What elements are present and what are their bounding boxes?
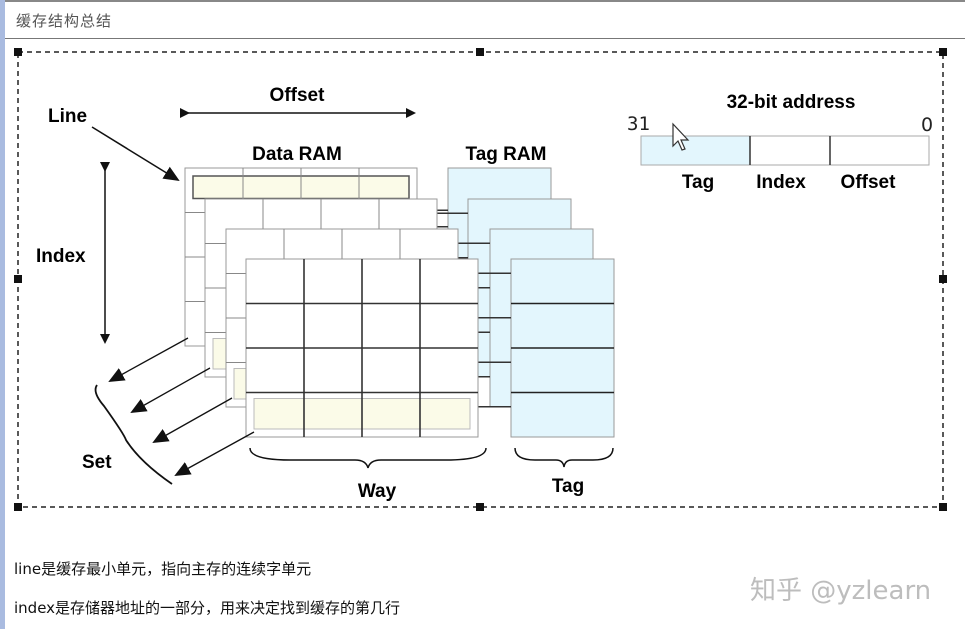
caption-index: index是存储器地址的一部分，用来决定找到缓存的第几行	[14, 599, 401, 617]
data-ram-label: Data RAM	[252, 144, 342, 165]
page-title: 缓存结构总结	[16, 12, 113, 30]
tag-label: Tag	[552, 476, 584, 497]
watermark: 知乎 @yzlearn	[750, 576, 932, 606]
address-tag-field	[640, 135, 751, 166]
resize-handle-tl[interactable]	[14, 48, 22, 56]
address-low-bit: 0	[921, 114, 933, 136]
address-offset-label: Offset	[841, 172, 897, 193]
data-ram-stack	[184, 167, 479, 438]
resize-handle-tm[interactable]	[476, 48, 484, 56]
set-brace	[94, 384, 173, 485]
address-title: 32-bit address	[727, 92, 856, 113]
resize-handle-bm[interactable]	[476, 503, 484, 511]
address-index-label: Index	[756, 172, 806, 193]
data-ram-plane	[245, 258, 479, 438]
address-format: 32-bit address 31 0 Tag Index Offset	[627, 92, 933, 193]
line-label: Line	[48, 106, 87, 127]
line-arrow	[91, 126, 180, 182]
set-label: Set	[82, 452, 112, 473]
set-arrows	[108, 337, 255, 476]
resize-handle-tr[interactable]	[939, 48, 947, 56]
title-bar: 缓存结构总结	[5, 0, 965, 39]
window-top-border	[5, 0, 965, 2]
mouse-cursor-icon	[672, 122, 690, 151]
index-label: Index	[36, 246, 86, 267]
window-left-edge	[0, 0, 5, 629]
resize-handle-bl[interactable]	[14, 503, 22, 511]
selection-frame[interactable]	[14, 48, 947, 511]
way-brace	[249, 447, 487, 469]
resize-handle-br[interactable]	[939, 503, 947, 511]
offset-label: Offset	[270, 85, 326, 106]
tag-ram-label: Tag RAM	[466, 144, 547, 165]
resize-handle-mr[interactable]	[939, 275, 947, 283]
address-index-field	[749, 135, 831, 166]
tag-brace	[514, 447, 614, 468]
address-high-bit: 31	[627, 113, 650, 135]
resize-handle-ml[interactable]	[14, 275, 22, 283]
way-label: Way	[358, 481, 397, 502]
address-tag-label: Tag	[682, 172, 714, 193]
address-offset-field	[829, 135, 930, 166]
caption-line: line是缓存最小单元，指向主存的连续字单元	[14, 560, 312, 578]
